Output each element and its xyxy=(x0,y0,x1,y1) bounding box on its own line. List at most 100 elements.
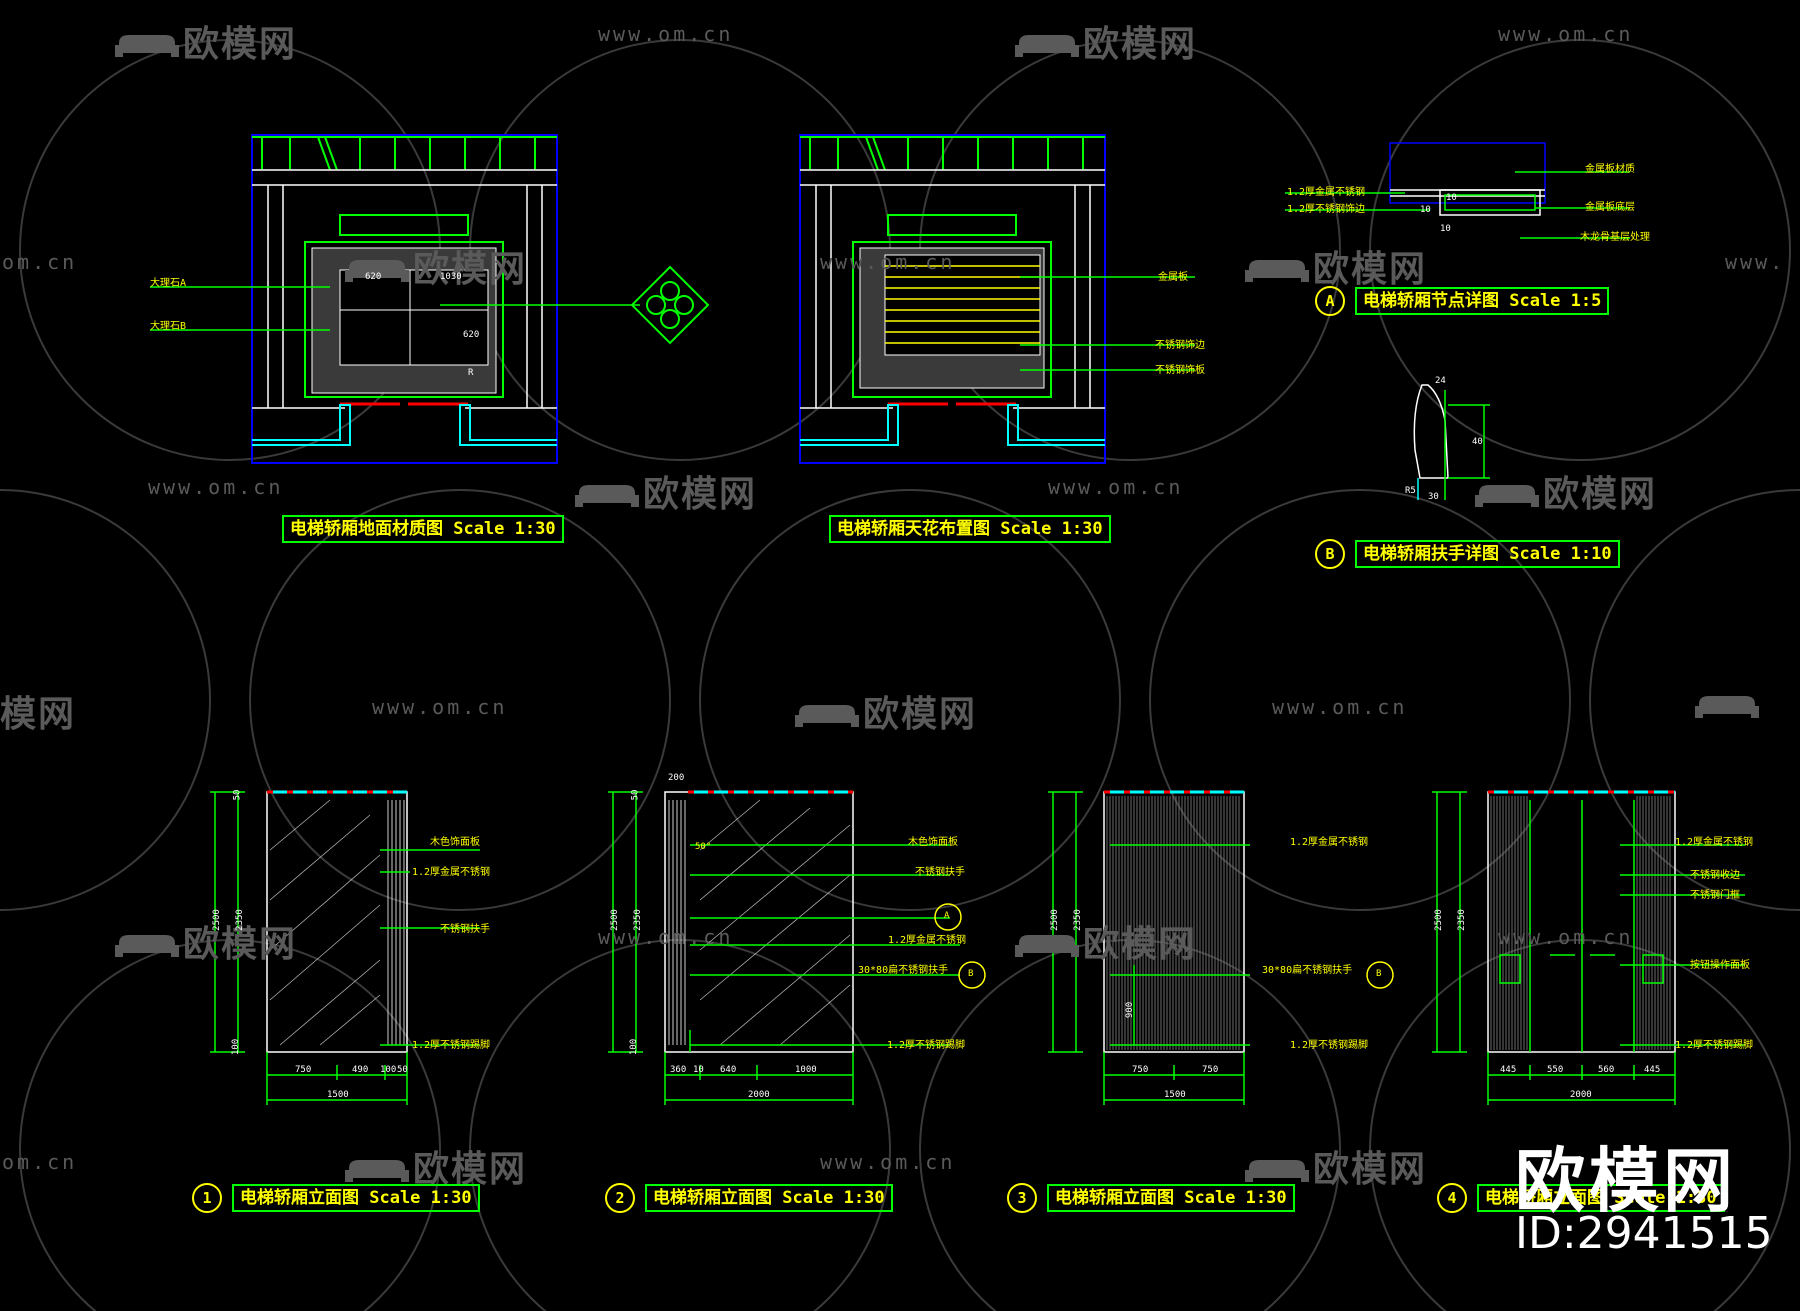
detail-a-label: 金属板底层 xyxy=(1585,202,1635,213)
elev2-label: 30*80扁不锈钢扶手 xyxy=(858,965,949,976)
detail-b-dim: 40 xyxy=(1472,437,1483,447)
elev2-marker: 2 xyxy=(605,1183,635,1213)
watermark-url: www.om.cn xyxy=(1272,695,1408,719)
elev3-dim-h: 2350 xyxy=(1072,909,1083,931)
elev1-label: 木色饰面板 xyxy=(430,837,480,848)
watermark-url: www.om.cn xyxy=(598,22,734,46)
elev1-dim-h: 100 xyxy=(231,1038,242,1056)
elevation-3-drawing xyxy=(1048,790,1394,1105)
detail-b-title: 电梯轿厢扶手详图 Scale 1:10 xyxy=(1355,540,1620,568)
floor-plan-dim: 620 xyxy=(365,272,382,282)
brand-logo: 欧模网 xyxy=(1515,1140,1737,1222)
detail-a-dim: 10 xyxy=(1420,205,1431,215)
watermark-logo: 模网 xyxy=(0,694,77,735)
elev4-dim-h: 2350 xyxy=(1456,909,1467,931)
elev2-dim-h: 2500 xyxy=(609,909,620,931)
watermark-url: www.om.cn xyxy=(1498,22,1634,46)
elev1-label: 不锈钢扶手 xyxy=(440,924,490,935)
elev3-callout-b: B xyxy=(1376,969,1382,979)
ceiling-plan-drawing xyxy=(799,134,1195,464)
detail-a-dim: 10 xyxy=(1440,224,1451,234)
sofa-icon xyxy=(575,485,639,507)
floor-plan-dim: 620 xyxy=(463,330,480,340)
ceiling-plan-label: 金属板 xyxy=(1158,272,1188,283)
detail-b-dim: R5 xyxy=(1405,486,1416,496)
elev1-label: 1.2厚金属不锈钢 xyxy=(412,867,491,878)
watermark-url: www.om.cn xyxy=(820,1150,956,1174)
watermark-logo: 欧模网 xyxy=(1245,1140,1427,1192)
elev4-dim-total: 2000 xyxy=(1570,1090,1592,1100)
elev1-dim-h: 2350 xyxy=(234,909,245,931)
elev1-dim-total: 1500 xyxy=(327,1090,349,1100)
sofa-icon xyxy=(1245,1160,1309,1182)
elev2-callout-a: A xyxy=(944,911,950,921)
elev4-label: 不锈钢门框 xyxy=(1690,890,1740,901)
detail-b-dim: 30 xyxy=(1428,492,1439,502)
detail-a-dim: 10 xyxy=(1446,193,1457,203)
watermark-logo: 欧模网 xyxy=(345,1140,527,1192)
elev2-dim-h: 100 xyxy=(629,1038,640,1056)
watermark-logo: 欧模网 xyxy=(1475,465,1657,517)
elev3-label: 1.2厚金属不锈钢 xyxy=(1290,837,1369,848)
elev3-dim-w: 750 xyxy=(1202,1065,1219,1075)
elev1-label: 1.2厚不锈钢踢脚 xyxy=(412,1040,491,1051)
watermark-url: www.om.cn xyxy=(598,925,734,949)
watermark-url: www. xyxy=(1725,250,1786,274)
watermark-url: www.om.cn xyxy=(148,475,284,499)
elev3-label: 30*80扁不锈钢扶手 xyxy=(1262,965,1353,976)
detail-a-label: 木龙骨基层处理 xyxy=(1580,232,1650,243)
floor-plan-label-b: 大理石B xyxy=(150,321,187,332)
sofa-icon xyxy=(1015,35,1079,57)
elev2-dim-w: 360 xyxy=(670,1065,687,1075)
elev2-dim-w: 10 xyxy=(693,1065,704,1075)
floor-plan-drawing xyxy=(150,134,710,464)
floor-plan-dim: R xyxy=(468,368,474,378)
elev4-label: 1.2厚金属不锈钢 xyxy=(1675,837,1754,848)
watermark-logo xyxy=(1695,685,1763,726)
elev2-dim-h: 50 xyxy=(630,789,641,801)
elev2-label: 1.2厚金属不锈钢 xyxy=(888,935,967,946)
watermark-url: www.om.cn xyxy=(1048,475,1184,499)
detail-a-label: 1.2厚不锈钢饰边 xyxy=(1287,204,1366,215)
elev1-marker: 1 xyxy=(192,1183,222,1213)
sofa-icon xyxy=(1245,260,1309,282)
elev4-dim-w: 560 xyxy=(1598,1065,1615,1075)
elev1-dim-h: 2500 xyxy=(211,909,222,931)
elev3-marker: 3 xyxy=(1007,1183,1037,1213)
sofa-icon xyxy=(345,1160,409,1182)
elev2-dim-top: 200 xyxy=(668,773,685,783)
floor-plan-label-a: 大理石A xyxy=(150,278,187,289)
elev3-dim-total: 1500 xyxy=(1164,1090,1186,1100)
elev2-label: 1.2厚不锈钢踢脚 xyxy=(887,1040,966,1051)
watermark-url: www.om.cn xyxy=(820,250,956,274)
elev3-title: 电梯轿厢立面图 Scale 1:30 xyxy=(1047,1184,1295,1212)
elev4-label: 1.2厚不锈钢踢脚 xyxy=(1675,1040,1754,1051)
elev4-dim-w: 445 xyxy=(1500,1065,1517,1075)
elev4-dim-w: 445 xyxy=(1644,1065,1661,1075)
watermark-logo: 欧模网 xyxy=(115,15,297,67)
ceiling-plan-title: 电梯轿厢天花布置图 Scale 1:30 xyxy=(829,515,1111,543)
elev2-callout-b: B xyxy=(968,969,974,979)
elev1-dim-w: 490 xyxy=(352,1065,369,1075)
elev1-title: 电梯轿厢立面图 Scale 1:30 xyxy=(232,1184,480,1212)
watermark-url: om.cn xyxy=(2,250,78,274)
detail-a-drawing xyxy=(1285,142,1630,239)
floor-plan-dim: 1030 xyxy=(440,272,462,282)
detail-a-marker: A xyxy=(1315,286,1345,316)
sofa-icon xyxy=(115,35,179,57)
sofa-icon xyxy=(795,705,859,727)
brand-id: ID:2941515 xyxy=(1515,1208,1773,1259)
watermark-logo: 欧模网 xyxy=(115,915,297,967)
watermark-logo: 欧模网 xyxy=(345,240,527,292)
watermark-logo: 欧模网 xyxy=(575,465,757,517)
sofa-icon xyxy=(1015,935,1079,957)
elevation-4-drawing xyxy=(1432,790,1745,1105)
detail-b-marker: B xyxy=(1315,539,1345,569)
detail-a-title: 电梯轿厢节点详图 Scale 1:5 xyxy=(1355,287,1610,315)
elev3-label: 1.2厚不锈钢踢脚 xyxy=(1290,1040,1369,1051)
watermark-url: om.cn xyxy=(2,1150,78,1174)
elevation-1-drawing xyxy=(210,790,480,1105)
elev1-dim-h: 50 xyxy=(232,789,243,801)
elev2-dim-h: 2350 xyxy=(632,909,643,931)
